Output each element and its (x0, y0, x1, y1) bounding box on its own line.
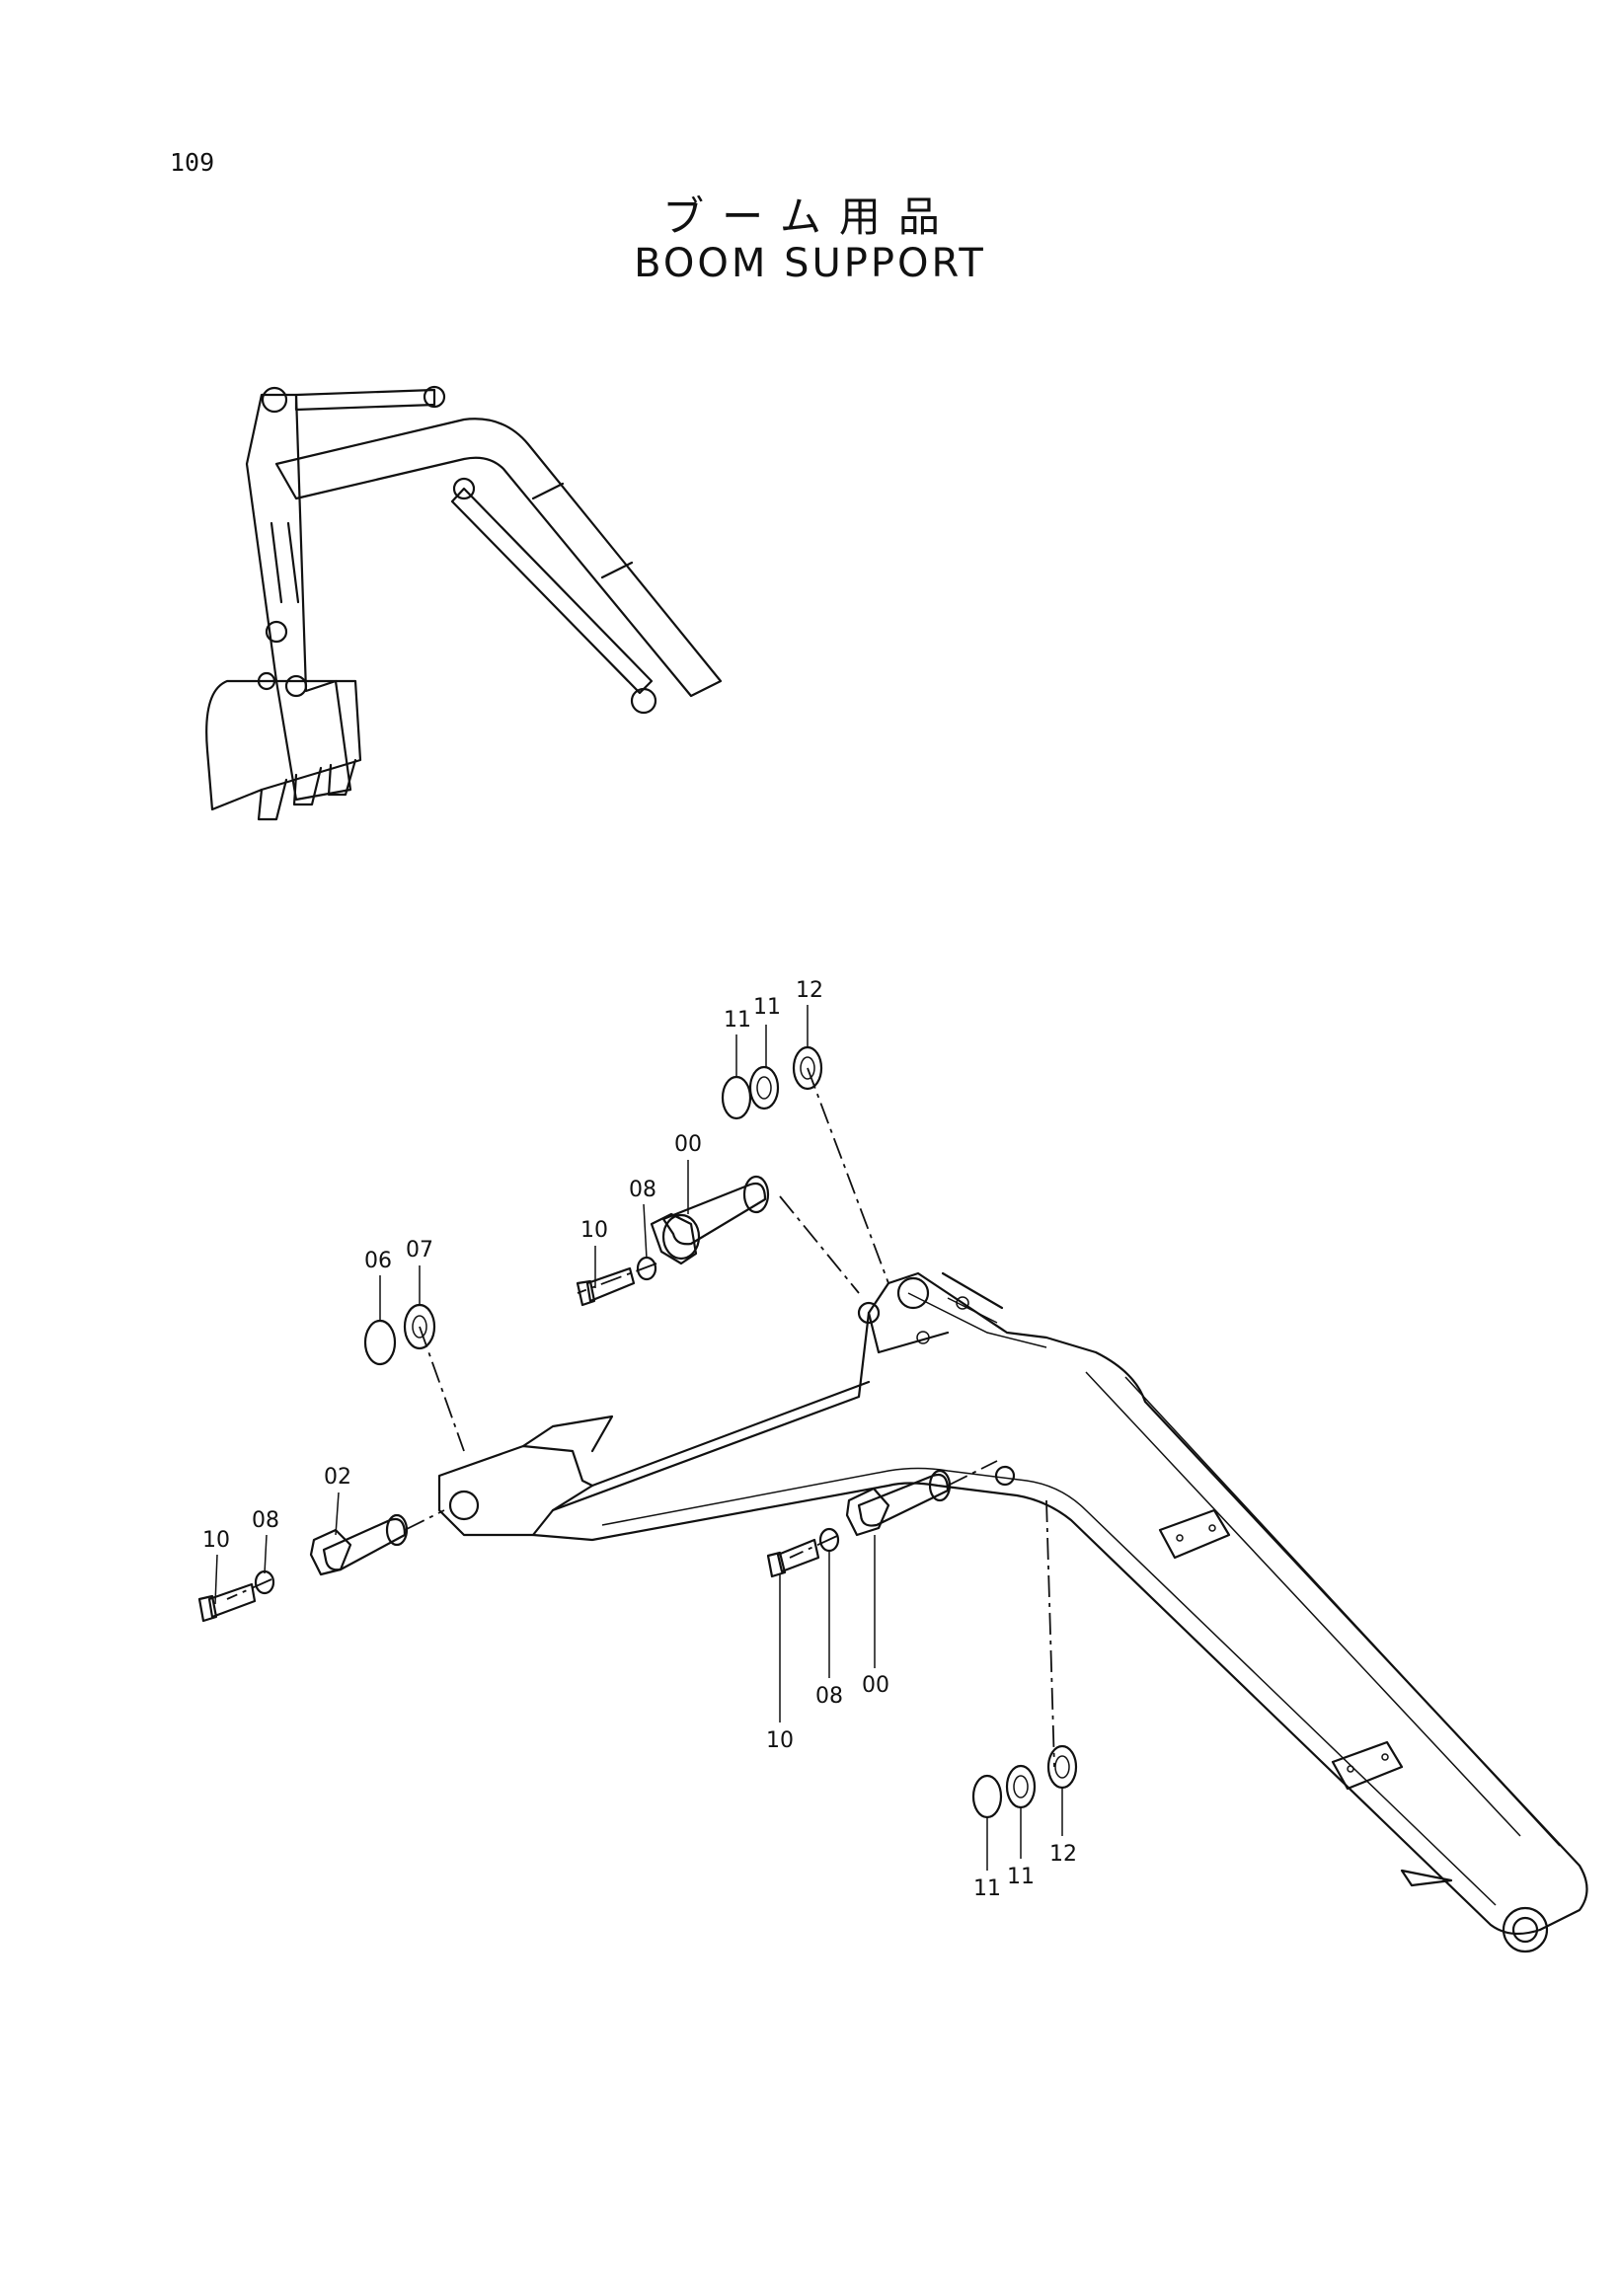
pin-assembly-top (576, 1175, 770, 1307)
callout-11-top-b: 11 (753, 995, 781, 1020)
callout-08-top: 08 (629, 1178, 656, 1202)
callout-10-top: 10 (580, 1218, 608, 1243)
shim-group-top (721, 1045, 823, 1120)
callout-06: 06 (364, 1249, 392, 1273)
pin-assembly-left (197, 1513, 409, 1623)
callout-00-top: 00 (674, 1132, 702, 1157)
callout-10-bottom: 10 (766, 1728, 794, 1753)
assembly-centerlines (226, 1067, 1055, 1768)
callout-11-bottom-b: 11 (1007, 1865, 1035, 1889)
callout-07: 07 (406, 1238, 433, 1263)
callout-11-bottom-a: 11 (973, 1876, 1001, 1901)
overview-excavator-arm (205, 385, 723, 821)
shim-group-left (363, 1303, 436, 1366)
callout-02: 02 (324, 1465, 351, 1490)
callout-10-left: 10 (202, 1528, 230, 1553)
boom-structure (437, 1271, 1588, 1953)
callout-08-left: 08 (252, 1508, 279, 1533)
callout-12-top: 12 (796, 978, 823, 1003)
title-japanese: ブーム用品 (662, 192, 958, 241)
callout-12-bottom: 12 (1049, 1842, 1077, 1867)
callout-labels: 12 11 11 00 08 10 06 07 02 08 10 10 08 0… (202, 978, 1077, 1901)
title-english: BOOM SUPPORT (634, 241, 986, 286)
callout-08-bottom: 08 (815, 1684, 843, 1709)
pin-assembly-bottom (766, 1469, 952, 1578)
page-number: 109 (170, 148, 215, 177)
shim-group-bottom (971, 1744, 1078, 1819)
callout-00-bottom: 00 (862, 1673, 889, 1698)
leader-lines (214, 1005, 1063, 1871)
callout-11-top-a: 11 (724, 1008, 751, 1033)
